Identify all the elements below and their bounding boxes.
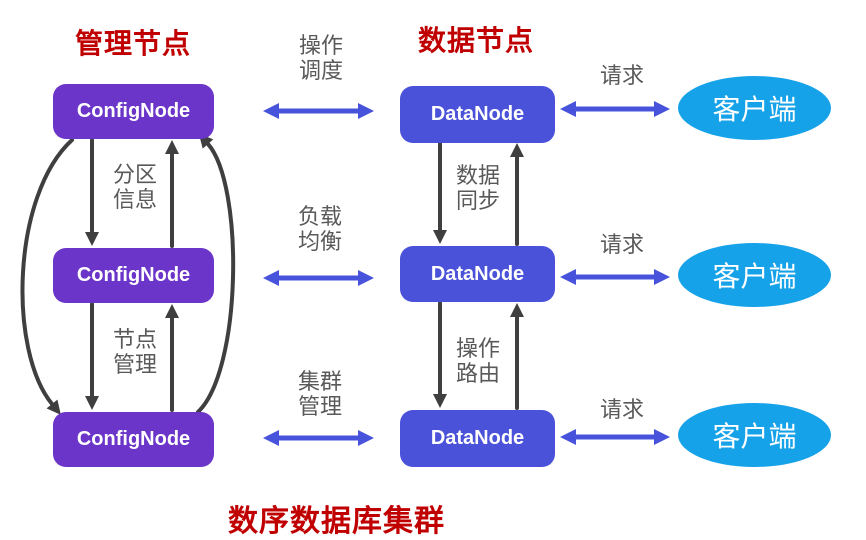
label-line: 负载 [297, 204, 342, 229]
arrow-confignode2-datanode2 [263, 270, 374, 286]
edge-label-request-1: 请求 [599, 63, 644, 88]
datanode-box-3: DataNode [400, 410, 555, 467]
arrow-confignode1-datanode1 [263, 103, 374, 119]
edge-label-cluster-management: 集群 管理 [280, 369, 360, 419]
label-line: 管理 [112, 352, 157, 377]
arrow-datanode1-client1 [560, 101, 670, 117]
edge-label-node-management: 节点 管理 [95, 327, 175, 377]
label-line: 同步 [455, 188, 500, 213]
label-line: 操作 [298, 33, 343, 58]
label-line: 均衡 [297, 229, 342, 254]
confignode-box-1: ConfigNode [53, 84, 214, 139]
arrow-datanode3-client3 [560, 429, 670, 445]
title-management-nodes: 管理节点 [75, 28, 192, 59]
edge-label-request-2: 请求 [599, 232, 644, 257]
label-line: 信息 [112, 187, 157, 212]
title-cluster: 数序数据库集群 [228, 505, 445, 538]
edge-label-request-3: 请求 [599, 397, 644, 422]
label-line: 集群 [297, 369, 342, 394]
label-line: 路由 [455, 361, 500, 386]
edge-label-operation-scheduling: 操作 调度 [281, 33, 361, 83]
client-ellipse-1: 客户端 [678, 76, 831, 140]
label-line: 数据 [455, 163, 500, 188]
confignode-box-2: ConfigNode [53, 248, 214, 303]
label-line: 管理 [297, 394, 342, 419]
edge-label-data-sync: 数据 同步 [438, 163, 518, 213]
arrow-confignode3-datanode3 [263, 430, 374, 446]
edge-label-operation-routing: 操作 路由 [438, 336, 518, 386]
arrow-datanode2-client2 [560, 269, 670, 285]
datanode-box-2: DataNode [400, 246, 555, 302]
title-data-nodes: 数据节点 [418, 25, 535, 56]
edge-label-load-balancing: 负载 均衡 [280, 204, 360, 254]
label-line: 节点 [112, 327, 157, 352]
confignode-box-3: ConfigNode [53, 412, 214, 467]
client-ellipse-2: 客户端 [678, 243, 831, 307]
label-line: 分区 [112, 162, 157, 187]
datanode-box-1: DataNode [400, 86, 555, 143]
label-line: 调度 [298, 58, 343, 83]
label-line: 操作 [455, 336, 500, 361]
client-ellipse-3: 客户端 [678, 403, 831, 467]
edge-label-partition-info: 分区 信息 [95, 162, 175, 212]
